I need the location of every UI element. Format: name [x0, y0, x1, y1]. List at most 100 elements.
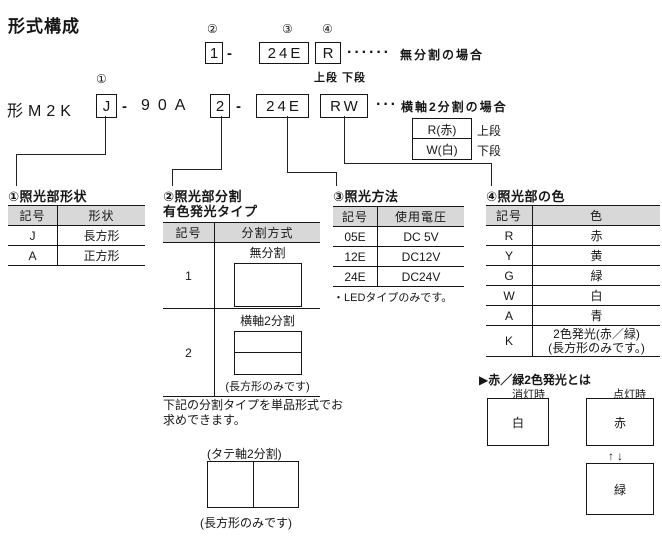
legend-label-upper: 上段: [477, 124, 502, 138]
horizontal-split-diagram: [233, 330, 302, 375]
table-row: 2 横軸2分割 (長方形のみです): [163, 308, 320, 397]
code-box-voltage-top: 24E: [259, 42, 309, 64]
section2-footnote-line2: 求めできます。: [163, 413, 246, 427]
section3-row2-value: DC12V: [377, 246, 464, 267]
two-color-heading-text: 赤／緑2色発光とは: [488, 373, 591, 387]
legend-box-upper: R(赤): [412, 118, 472, 140]
section3-row2-code: 12E: [333, 246, 378, 267]
connector-color-v2: [491, 163, 492, 186]
on-state-green-box: 緑: [586, 463, 654, 515]
code-box-division-main: 2: [210, 94, 230, 118]
section4-header-code: 記号: [486, 205, 533, 226]
section2-row1-code: 1: [163, 242, 215, 309]
code-box-color-top: R: [315, 42, 341, 64]
section2-header-code: 記号: [163, 222, 215, 243]
section4-rowK-code: K: [486, 325, 533, 357]
section4-table: 記号 色 R 赤 Y 黄 G 緑 W 白 A 青 K 2色発光(赤／緑) (長方…: [486, 205, 660, 357]
two-color-heading: ▶赤／緑2色発光とは: [479, 371, 591, 388]
section1-title: ①照光部形状: [8, 189, 88, 204]
section4-rowA-code: A: [486, 305, 533, 326]
dash-top: -: [227, 45, 232, 62]
code-box-division-top: 1: [205, 42, 223, 64]
leader-dots-top: ······: [347, 44, 391, 61]
model-mid: 90A: [141, 97, 194, 114]
section4-rowK-value: 2色発光(赤／緑) (長方形のみです。): [532, 325, 660, 357]
section2-title-line2: 有色発光タイプ: [163, 204, 258, 219]
connector-voltage-v2: [336, 172, 337, 186]
section3-row1-code: 05E: [333, 226, 378, 247]
case-note-main: 横軸2分割の場合: [401, 100, 508, 114]
connector-voltage-v1: [287, 116, 288, 172]
dash-main-1: -: [122, 98, 127, 115]
connector-shape-v2: [16, 154, 17, 186]
section4-rowR-value: 赤: [532, 225, 660, 246]
section2-header-method: 分割方式: [214, 222, 320, 243]
table-row: A 正方形: [8, 245, 145, 266]
triangle-bullet-icon: ▶: [479, 373, 489, 387]
table-row: 24E DC24V: [333, 266, 464, 287]
section4-rowG-value: 緑: [532, 265, 660, 286]
table-row: J 長方形: [8, 225, 145, 246]
section4-title: ④照光部の色: [486, 189, 566, 204]
section3-header-voltage: 使用電圧: [377, 206, 464, 227]
section1-row1-value: 長方形: [57, 225, 145, 246]
code-box-shape: J: [96, 94, 117, 118]
page-title: 形式構成: [8, 17, 80, 36]
section4-rowR-code: R: [486, 225, 533, 246]
table-row: Y 黄: [486, 245, 660, 266]
section1-row1-code: J: [8, 225, 58, 246]
legend-label-lower: 下段: [477, 144, 502, 158]
vertical-split-diagram: [207, 461, 299, 508]
vertical-split-label: (タテ軸2分割): [207, 447, 282, 461]
section4-rowW-code: W: [486, 285, 533, 306]
vertical-split-note: (長方形のみです): [200, 516, 292, 530]
connector-division-v1: [221, 116, 222, 169]
off-state-box: 白: [487, 398, 549, 446]
table-row: 1 無分割: [163, 242, 320, 309]
section3-note: ・LEDタイプのみです。: [333, 292, 453, 304]
split-left-half: [208, 462, 254, 507]
section3-title: ③照光方法: [333, 189, 399, 204]
section3-row3-value: DC24V: [377, 266, 464, 287]
connector-shape-v1: [105, 116, 106, 154]
section3-header-code: 記号: [333, 206, 378, 227]
section3-table: 記号 使用電圧 05E DC 5V 12E DC12V 24E DC24V: [333, 206, 464, 287]
section4-rowG-code: G: [486, 265, 533, 286]
section3-row3-code: 24E: [333, 266, 378, 287]
split-lower-half: [235, 353, 301, 374]
section4-rowY-value: 黄: [532, 245, 660, 266]
connector-color-h: [344, 163, 491, 164]
legend-box-lower: W(白): [412, 138, 472, 160]
marker-4: ④: [322, 22, 333, 36]
section4-rowA-value: 青: [532, 305, 660, 326]
connector-division-v2: [172, 169, 173, 186]
section2-footnote-line1: 下記の分割タイプを単品形式でお: [163, 398, 344, 412]
dash-main-2: -: [236, 98, 241, 115]
table-row: K 2色発光(赤／緑) (長方形のみです。): [486, 325, 660, 357]
section2-row2-label: 横軸2分割: [240, 313, 295, 328]
section2-title-line1: ②照光部分割: [163, 189, 243, 204]
table-row: W 白: [486, 285, 660, 306]
leader-dots-main: ···: [376, 96, 398, 113]
section1-row2-value: 正方形: [57, 245, 145, 266]
section2-row2-note: (長方形のみです): [225, 380, 310, 393]
section1-header-code: 記号: [8, 205, 58, 226]
section1-header-shape: 形状: [57, 205, 145, 226]
section2-row1-label: 無分割: [249, 246, 286, 260]
section2-row2-code: 2: [163, 308, 215, 397]
connector-division-h: [172, 169, 222, 170]
section2-row2-cell: 横軸2分割 (長方形のみです): [214, 308, 320, 397]
toggle-arrows-icon: ↑↓: [608, 449, 626, 463]
marker-3: ③: [282, 22, 293, 36]
connector-shape-h: [16, 154, 106, 155]
table-row: R 赤: [486, 225, 660, 246]
connector-color-v1: [344, 116, 345, 163]
connector-voltage-h: [287, 172, 337, 173]
table-row: 05E DC 5V: [333, 226, 464, 247]
section3-row1-value: DC 5V: [377, 226, 464, 247]
section4-rowY-code: Y: [486, 245, 533, 266]
marker-2: ②: [207, 22, 218, 36]
split-upper-half: [234, 332, 301, 353]
code-box-color-main: RW: [320, 94, 368, 118]
